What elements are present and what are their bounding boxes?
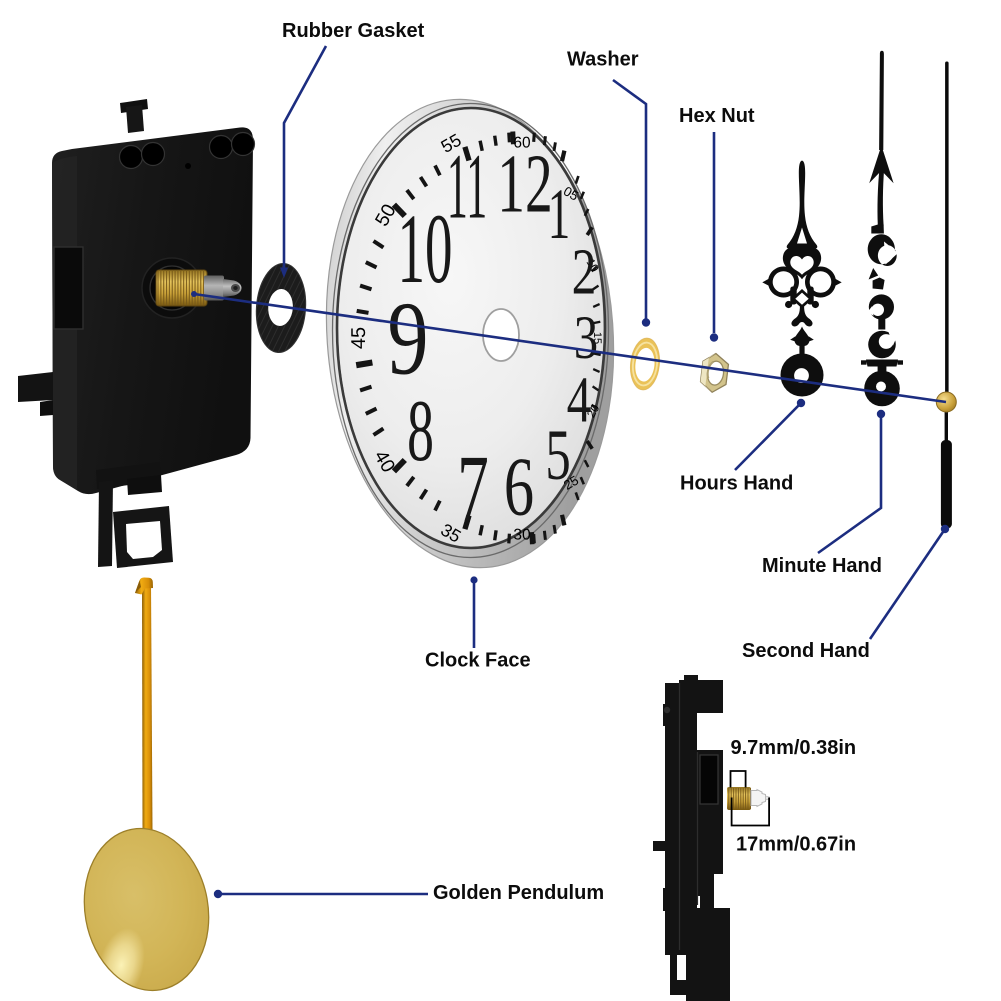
svg-text:10: 10 — [584, 257, 602, 275]
svg-text:6: 6 — [504, 440, 534, 533]
svg-text:Washer: Washer — [567, 49, 639, 71]
svg-text:20: 20 — [585, 402, 603, 420]
svg-text:30: 30 — [513, 526, 531, 543]
svg-text:Second Hand: Second Hand — [742, 640, 870, 662]
svg-text:Hours Hand: Hours Hand — [680, 473, 793, 495]
svg-text:Hex Nut: Hex Nut — [679, 105, 755, 127]
svg-text:4: 4 — [567, 363, 592, 437]
svg-text:2: 2 — [572, 235, 597, 309]
svg-text:8: 8 — [407, 381, 434, 479]
svg-text:3: 3 — [574, 304, 598, 371]
svg-text:Rubber Gasket: Rubber Gasket — [282, 20, 425, 42]
svg-text:17mm/0.67in: 17mm/0.67in — [736, 834, 856, 856]
svg-text:Golden Pendulum: Golden Pendulum — [433, 882, 604, 904]
svg-text:Clock Face: Clock Face — [425, 650, 531, 672]
svg-text:05: 05 — [561, 183, 581, 203]
svg-text:15: 15 — [591, 332, 603, 344]
svg-text:Minute Hand: Minute Hand — [762, 555, 882, 577]
svg-text:60: 60 — [513, 134, 531, 151]
svg-text:9.7mm/0.38in: 9.7mm/0.38in — [731, 737, 857, 759]
svg-text:11: 11 — [447, 135, 487, 238]
svg-text:9: 9 — [388, 281, 429, 397]
svg-text:45: 45 — [348, 327, 370, 349]
svg-text:1: 1 — [548, 174, 570, 255]
svg-text:10: 10 — [398, 194, 453, 304]
svg-text:7: 7 — [457, 435, 489, 541]
svg-text:5: 5 — [545, 414, 570, 495]
svg-text:12: 12 — [497, 138, 552, 230]
svg-text:25: 25 — [561, 473, 581, 493]
